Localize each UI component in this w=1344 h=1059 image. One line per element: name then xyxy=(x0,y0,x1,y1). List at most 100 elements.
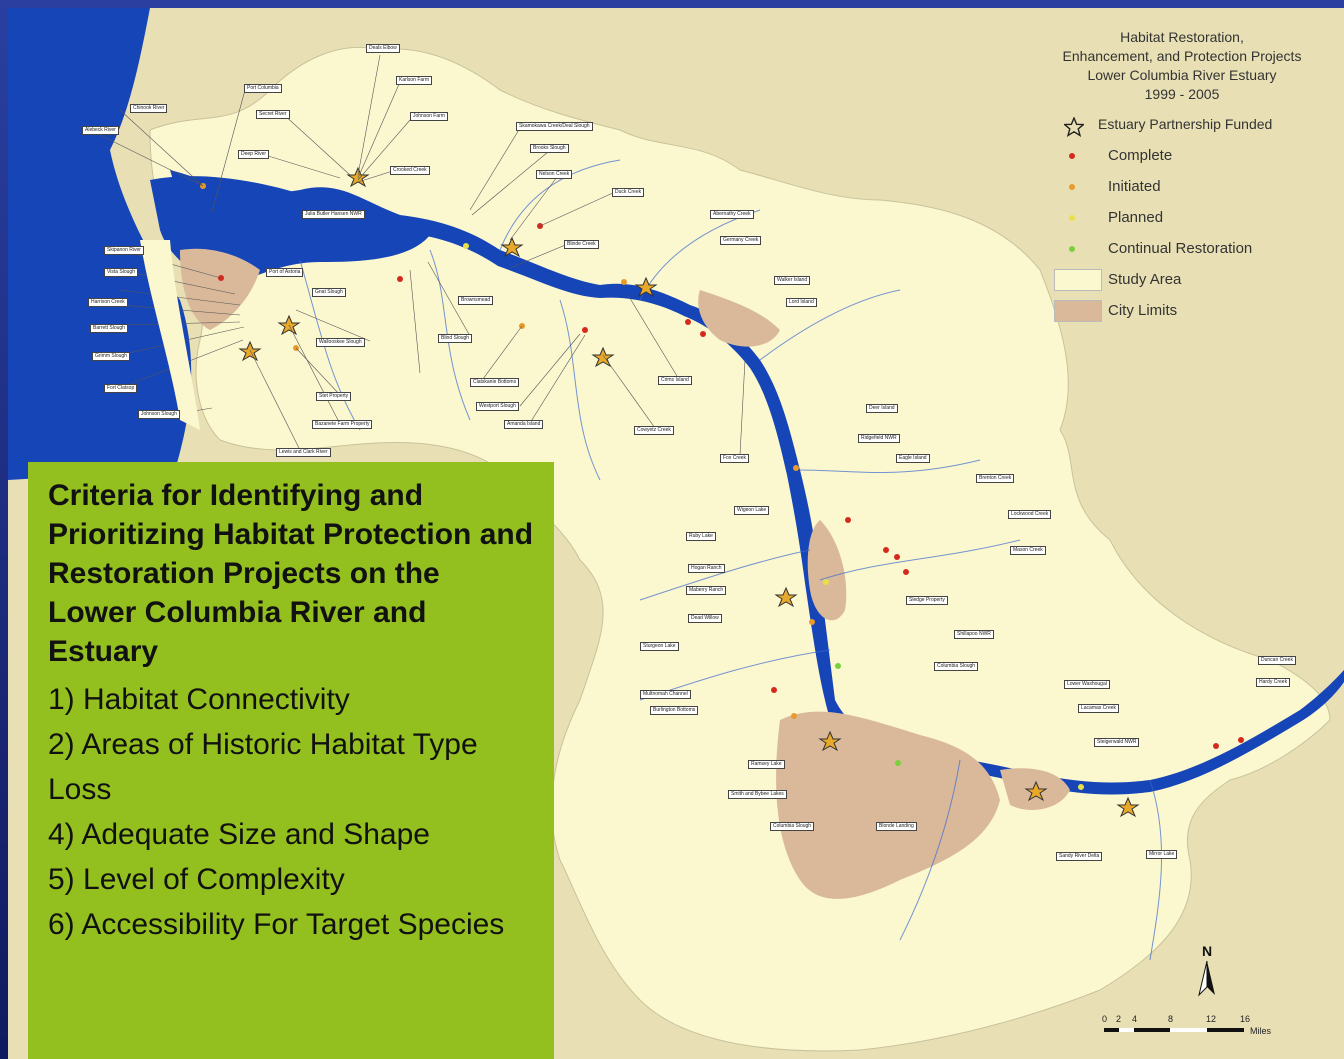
legend-row-city-limits: City Limits xyxy=(1020,296,1344,327)
funded-star xyxy=(1116,796,1140,818)
funded-star xyxy=(591,346,615,368)
project-dot-complete xyxy=(1213,743,1219,749)
coastal-land xyxy=(140,240,200,430)
project-dot-complete xyxy=(685,319,691,325)
site-label: Crims Island xyxy=(658,376,692,385)
site-label: Skipanon River xyxy=(104,246,144,255)
continual-dot-icon xyxy=(1069,246,1075,252)
site-label: Duck Creek xyxy=(612,188,645,197)
city-astoria xyxy=(180,248,260,330)
site-label: Brownsmead xyxy=(458,296,494,305)
site-label: Crooked Creek xyxy=(390,166,430,175)
site-label: Port of Astoria xyxy=(266,268,304,277)
site-label: Nelson Creek xyxy=(536,170,573,179)
scale-bar-segments xyxy=(1104,1028,1304,1032)
map-title-line: Lower Columbia River Estuary xyxy=(1087,67,1277,83)
pacific-ocean xyxy=(8,8,192,480)
site-label: Barrett Slough xyxy=(90,324,128,333)
scale-tick-label: 4 xyxy=(1132,1014,1138,1024)
site-label: Sledge Property xyxy=(906,596,948,605)
project-sites xyxy=(200,183,1244,790)
site-label: Mason Creek xyxy=(1010,546,1046,555)
site-label: Westport Slough xyxy=(476,402,519,411)
site-label: Skamokawa Creek/Deal Slough xyxy=(516,122,593,131)
legend-label: Planned xyxy=(1108,209,1164,226)
site-label: Julia Butler Hansen NWR xyxy=(302,210,365,219)
site-label: Mirror Lake xyxy=(1146,850,1178,859)
project-dot-initiated xyxy=(793,465,799,471)
legend-row-complete: Complete xyxy=(1020,141,1344,172)
site-label: Amanda Island xyxy=(504,420,544,429)
site-label: Gnat Slough xyxy=(312,288,346,297)
site-label: Deals Elbow xyxy=(366,44,400,53)
legend-row-continual: Continual Restoration xyxy=(1020,234,1344,265)
site-label: Cowyetz Creek xyxy=(634,426,674,435)
criteria-item: 6) Accessibility For Target Species xyxy=(48,908,505,941)
site-label: Secret River xyxy=(256,110,290,119)
funded-star xyxy=(818,730,842,752)
city-limits-swatch xyxy=(1054,300,1102,322)
site-label: Shillapoo NWR xyxy=(954,630,994,639)
site-label: Fox Creek xyxy=(720,454,750,463)
site-label: Lewis and Clark River xyxy=(276,448,331,457)
site-label: Smith and Bybee Lakes xyxy=(728,790,787,799)
site-label: Ridgefield NWR xyxy=(858,434,900,443)
city-vancouver xyxy=(807,520,847,621)
north-arrow: N xyxy=(1195,943,1219,1002)
legend-row-planned: Planned xyxy=(1020,203,1344,234)
site-label: Wallooskee Slough xyxy=(316,338,365,347)
study-area-swatch xyxy=(1054,269,1102,291)
site-label: Lacamas Creek xyxy=(1078,704,1120,713)
project-dot-complete xyxy=(771,687,777,693)
project-dot-planned xyxy=(463,243,469,249)
site-label: Blinde Creek xyxy=(564,240,599,249)
project-dot-continual xyxy=(835,663,841,669)
criteria-panel: Criteria for Identifying and Prioritizin… xyxy=(28,462,554,1059)
legend-row-funded: Estuary Partnership Funded xyxy=(1020,110,1344,141)
site-label: Lockwood Creek xyxy=(1008,510,1052,519)
funded-star xyxy=(774,586,798,608)
site-label: Burlington Bottoms xyxy=(650,706,699,715)
site-label: Clatskanie Bottoms xyxy=(470,378,520,387)
project-dot-complete xyxy=(894,554,900,560)
funded-star xyxy=(500,236,524,258)
legend-label: Initiated xyxy=(1108,178,1161,195)
site-label: Harrison Creek xyxy=(88,298,128,307)
site-label: Brooks Slough xyxy=(530,144,569,153)
planned-dot-icon xyxy=(1069,215,1075,221)
criteria-item: 4) Adequate Size and Shape xyxy=(48,818,430,851)
funded-project-stars xyxy=(238,166,1140,818)
project-dot-complete xyxy=(903,569,909,575)
project-dot-complete xyxy=(700,331,706,337)
site-label: Bazanete Farm Property xyxy=(312,420,373,429)
site-label: Multnomah Channel xyxy=(640,690,691,699)
initiated-dot-icon xyxy=(1069,184,1075,190)
project-dot-complete xyxy=(1238,737,1244,743)
site-label: Grimm Slough xyxy=(92,352,130,361)
criteria-item: 2) Areas of Historic Habitat Type Loss xyxy=(48,728,478,806)
site-label: Fort Clatsop xyxy=(104,384,138,393)
city-portland xyxy=(776,711,1000,899)
project-dot-complete xyxy=(845,517,851,523)
site-label: Ramsey Lake xyxy=(748,760,785,769)
site-label: Johnson Slough xyxy=(138,410,180,419)
site-label: Columbia Slough xyxy=(770,822,815,831)
scale-bar: 0 2 4 8 12 16 Miles xyxy=(1098,1002,1328,1042)
site-label: Steigerwald NWR xyxy=(1094,738,1140,747)
funded-star xyxy=(634,276,658,298)
site-label: Hardy Creek xyxy=(1256,678,1291,687)
north-arrow-icon xyxy=(1198,960,1215,997)
site-label: Stet Property xyxy=(316,392,352,401)
site-label: Deer Island xyxy=(866,404,898,413)
project-dot-continual xyxy=(895,760,901,766)
map-title-line: Habitat Restoration, xyxy=(1120,29,1244,45)
site-label: Eagle Island xyxy=(896,454,930,463)
scale-tick-label: 16 xyxy=(1240,1014,1251,1024)
site-label: Blonde Landing xyxy=(876,822,917,831)
legend-label: City Limits xyxy=(1108,302,1178,319)
site-label: Hogan Ranch xyxy=(688,564,725,573)
legend-label: Estuary Partnership Funded xyxy=(1098,116,1273,132)
legend-label: Complete xyxy=(1108,147,1173,164)
funded-star xyxy=(238,340,262,362)
